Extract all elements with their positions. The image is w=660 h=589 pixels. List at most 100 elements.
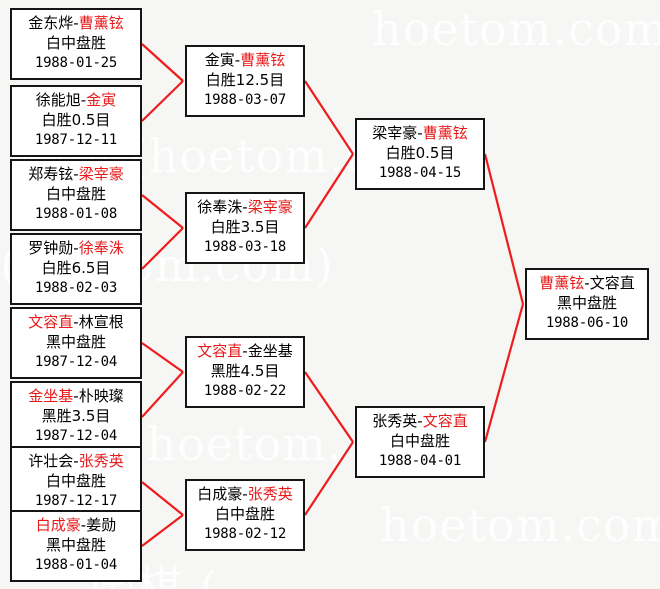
player-left: 白成豪 — [35, 516, 81, 534]
connector-line — [304, 441, 354, 516]
player-left: 金坐基 — [28, 387, 74, 405]
player-separator: - — [80, 516, 87, 534]
match-players: 张秀英-文容直 — [357, 411, 483, 431]
player-right: 曹薰铉 — [240, 51, 286, 69]
match-result: 白胜0.5目 — [385, 144, 455, 162]
player-separator: - — [584, 274, 590, 292]
player-right: 文容直 — [589, 274, 635, 292]
player-separator: - — [73, 452, 79, 470]
match-result: 白胜0.5目 — [41, 111, 111, 129]
player-separator: - — [73, 387, 79, 405]
player-right: 梁宰豪 — [247, 198, 293, 216]
match-players: 许壮会-张秀英 — [12, 451, 140, 471]
match-players: 罗钟勋-徐奉洙 — [12, 238, 140, 258]
match-box[interactable]: 梁宰豪-曹薰铉白胜0.5目 1988-04-15 — [355, 118, 485, 190]
connector-line — [304, 80, 354, 155]
player-left: 梁宰豪 — [372, 124, 418, 142]
match-date: 1987-12-17 — [34, 493, 118, 509]
connector-line — [141, 481, 184, 516]
player-right: 张秀英 — [78, 452, 124, 470]
watermark-text: hoetom.com) — [372, 2, 660, 56]
player-right: 林宣根 — [78, 313, 124, 331]
match-box[interactable]: 徐能旭-金寅白胜0.5目 1987-12-11 — [10, 85, 142, 157]
player-right: 曹薰铉 — [422, 124, 468, 142]
player-right: 文容直 — [422, 412, 468, 430]
match-date: 1988-01-25 — [34, 55, 118, 71]
player-right: 张秀英 — [247, 485, 293, 503]
connector-line — [141, 80, 184, 122]
player-separator: - — [242, 198, 248, 216]
player-separator: - — [73, 239, 79, 257]
connector-line — [304, 371, 354, 443]
match-result: 白胜3.5目 — [210, 218, 280, 236]
match-result: 白胜6.5目 — [41, 259, 111, 277]
match-result: 黑胜3.5目 — [41, 407, 111, 425]
match-players: 徐奉洙-梁宰豪 — [187, 197, 303, 217]
player-left: 罗钟勋 — [28, 239, 74, 257]
player-left: 张秀英 — [372, 412, 418, 430]
match-players: 郑寿铉-梁宰豪 — [12, 164, 140, 184]
match-players: 白成豪-姜勋 — [12, 515, 140, 535]
player-left: 白成豪 — [197, 485, 243, 503]
match-result: 白中盘胜 — [45, 34, 106, 52]
match-date: 1987-12-11 — [34, 132, 118, 148]
player-left: 金寅 — [204, 51, 235, 69]
match-date: 1988-04-01 — [378, 453, 462, 469]
match-players: 白成豪-张秀英 — [187, 484, 303, 504]
connector-line — [141, 227, 184, 270]
player-separator: - — [242, 342, 248, 360]
match-players: 金寅-曹薰铉 — [187, 50, 303, 70]
connector-line — [141, 342, 184, 373]
player-separator: - — [80, 91, 87, 109]
match-date: 1988-02-12 — [203, 526, 287, 542]
match-date: 1988-04-15 — [378, 165, 462, 181]
player-separator: - — [234, 51, 241, 69]
match-result: 白胜12.5目 — [205, 71, 285, 89]
player-left: 文容直 — [28, 313, 74, 331]
player-right: 姜勋 — [86, 516, 117, 534]
player-left: 文容直 — [197, 342, 243, 360]
match-result: 黑胜4.5目 — [210, 362, 280, 380]
connector-line — [141, 371, 184, 418]
match-players: 金坐基-朴映璨 — [12, 386, 140, 406]
connector-line — [141, 43, 184, 82]
player-left: 许壮会 — [28, 452, 74, 470]
match-players: 徐能旭-金寅 — [12, 90, 140, 110]
match-date: 1987-12-04 — [34, 354, 118, 370]
player-separator: - — [73, 14, 79, 32]
player-left: 徐能旭 — [35, 91, 81, 109]
player-separator: - — [73, 313, 79, 331]
player-right: 金坐基 — [247, 342, 293, 360]
match-date: 1988-01-08 — [34, 206, 118, 222]
connector-line — [483, 153, 525, 305]
match-result: 黑中盘胜 — [45, 333, 106, 351]
match-result: 白中盘胜 — [389, 432, 450, 450]
match-date: 1988-01-04 — [34, 557, 118, 573]
player-separator: - — [417, 412, 423, 430]
connector-line — [141, 514, 184, 547]
match-result: 白中盘胜 — [45, 472, 106, 490]
match-date: 1988-02-22 — [203, 383, 287, 399]
match-box[interactable]: 曹薰铉-文容直黑中盘胜 1988-06-10 — [525, 268, 649, 340]
connector-line — [483, 303, 525, 443]
match-players: 文容直-金坐基 — [187, 341, 303, 361]
match-result: 黑中盘胜 — [556, 294, 617, 312]
match-players: 文容直-林宣根 — [12, 312, 140, 332]
match-players: 曹薰铉-文容直 — [527, 273, 647, 293]
player-left: 郑寿铉 — [28, 165, 74, 183]
player-separator: - — [417, 124, 423, 142]
match-date: 1988-06-10 — [545, 315, 629, 331]
